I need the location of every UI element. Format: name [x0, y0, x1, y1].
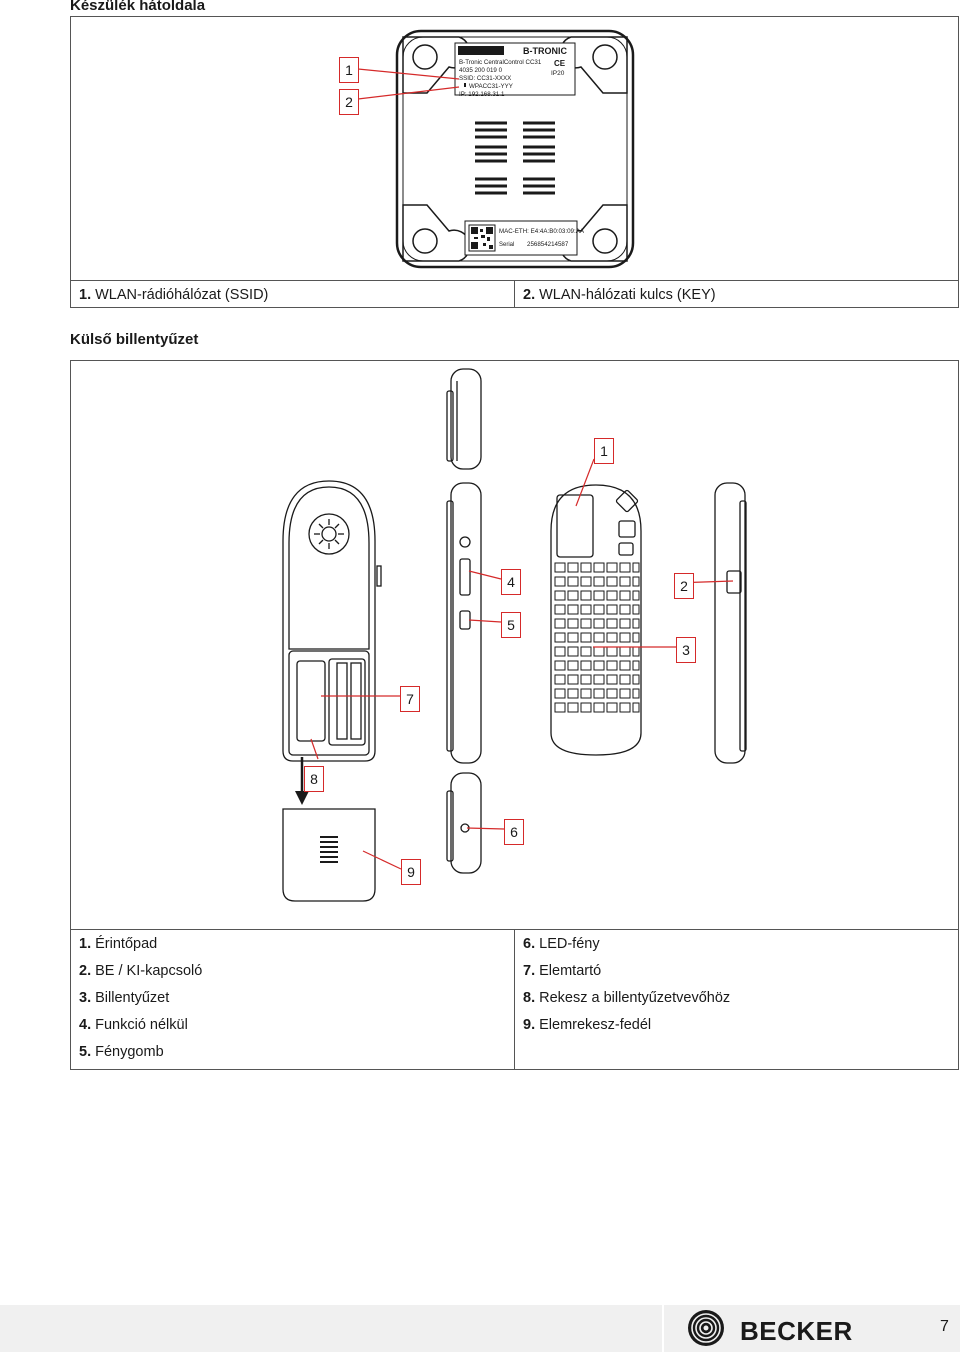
label-brand: BECKER: [463, 49, 493, 56]
legend-item-2: 2. BE / KI-kapcsoló: [79, 963, 203, 979]
page-number: 7: [940, 1318, 949, 1335]
callout-1: 1: [339, 57, 359, 83]
legend-item-3: 3. Billentyűzet: [79, 990, 170, 1006]
callout-2: 2: [339, 89, 359, 115]
label-btronic: B-TRONIC: [523, 46, 567, 56]
legend-divider: [514, 930, 515, 1069]
legend-item-9: 9. Elemrekesz-fedél: [523, 1017, 652, 1033]
qr-code-icon: [468, 224, 496, 252]
label-serial: Serial: [499, 242, 514, 248]
callout-kb-2: 2: [674, 573, 694, 599]
key-icon: [460, 83, 466, 87]
device-foot: [402, 36, 628, 262]
callout-kb-1: 1: [594, 438, 614, 464]
key-grid: [554, 562, 640, 713]
section-title-keyboard: Külső billentyűzet: [70, 331, 199, 348]
label-line1: B-Tronic CentralControl CC31: [459, 59, 542, 66]
label-line3: SSID: CC31-XXXX: [459, 75, 511, 82]
footer-brand: BECKER: [740, 1316, 853, 1346]
becker-logo-icon: [688, 1310, 724, 1346]
label-line5: IP: 192.168.31.1: [459, 91, 505, 98]
label-line4: WPACC31-YYY: [469, 83, 513, 90]
callout-kb-7: 7: [400, 686, 420, 712]
legend-item-5: 5. Fénygomb: [79, 1044, 164, 1060]
label-serial-value: 256854214587: [527, 241, 569, 248]
legend-item-4: 4. Funkció nélkül: [79, 1017, 188, 1033]
device-back-figure: BECKER B-TRONIC B-Tronic CentralControl …: [70, 16, 959, 281]
callout-kb-5: 5: [501, 612, 521, 638]
legend-table: 1. Érintőpad 2. BE / KI-kapcsoló 3. Bill…: [70, 929, 959, 1070]
callout-kb-4: 4: [501, 569, 521, 595]
legend-item-6: 6. LED-fény: [523, 936, 600, 952]
legend-item-8: 8. Rekesz a billentyűzetvevőhöz: [523, 990, 731, 1006]
legend-item-7: 7. Elemtartó: [523, 963, 602, 979]
keyboard-drawing: [282, 368, 747, 902]
callout-kb-3: 3: [676, 637, 696, 663]
callout-kb-6: 6: [504, 819, 524, 845]
ce-mark: CE: [554, 59, 566, 68]
footer-bar: [0, 1305, 960, 1352]
label-line2: 4035 200 019 0: [459, 67, 503, 74]
label-ip: IP20: [551, 70, 565, 77]
arrow-down-icon: [295, 757, 309, 805]
callout-kb-9: 9: [401, 859, 421, 885]
section-title-back: Készülék hátoldala: [70, 0, 206, 14]
caption-ssid: 1. WLAN-rádióhálózat (SSID): [70, 280, 515, 308]
vent-grille: [475, 121, 555, 195]
keyboard-figure: 1 2 3 4 5 6 7 8 9: [70, 360, 959, 930]
caption-key: 2. WLAN-hálózati kulcs (KEY): [514, 280, 959, 308]
footer-divider: [662, 1305, 664, 1352]
legend-item-1: 1. Érintőpad: [79, 936, 158, 952]
label-mac: MAC-ETH: E4:4A:B0:03:09:AA: [499, 228, 585, 235]
device-back-drawing: BECKER B-TRONIC B-Tronic CentralControl …: [357, 29, 635, 269]
callout-kb-8: 8: [304, 766, 324, 792]
